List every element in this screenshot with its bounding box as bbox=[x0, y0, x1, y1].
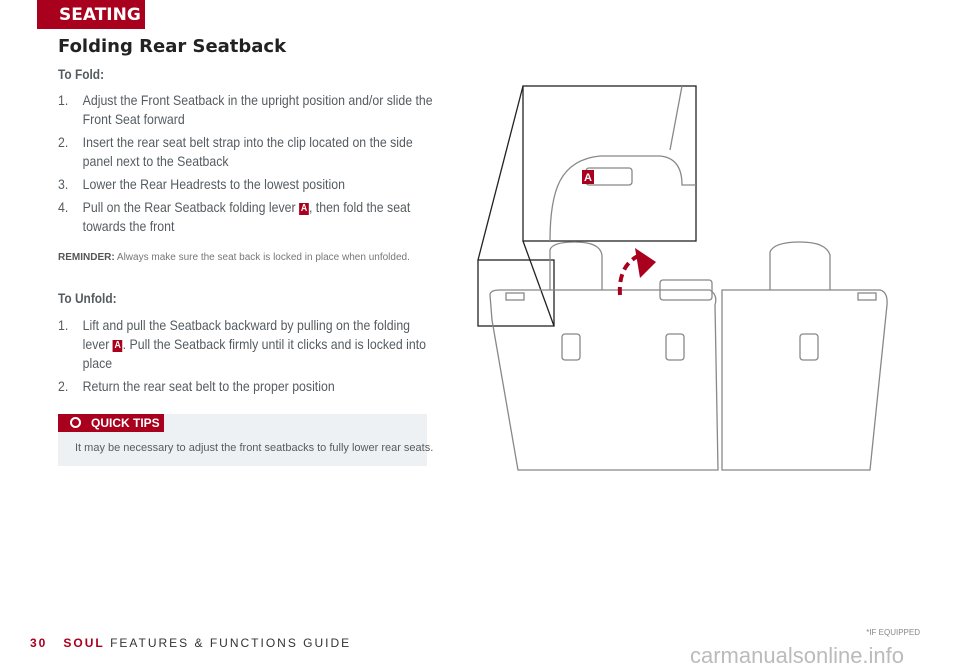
lever-a-marker bbox=[582, 170, 594, 184]
footer-guide: FEATURES & FUNCTIONS GUIDE bbox=[110, 636, 352, 650]
footer-model: SOUL bbox=[63, 636, 105, 650]
step-number: 4. bbox=[58, 199, 69, 215]
footer: 30 SOUL FEATURES & FUNCTIONS GUIDE bbox=[30, 636, 351, 650]
list-item: 2. Insert the rear seat belt strap into t… bbox=[58, 133, 435, 171]
right-seatback bbox=[721, 289, 888, 471]
fold-heading: To Fold: bbox=[58, 66, 105, 82]
inset-guide-line bbox=[522, 240, 555, 327]
step-number: 1. bbox=[58, 92, 69, 108]
fold-steps: 1. Adjust the Front Seatback in the uprig… bbox=[58, 91, 433, 240]
folding-lever bbox=[505, 292, 525, 301]
step-number: 3. bbox=[58, 176, 69, 192]
anchor-cover bbox=[799, 333, 819, 361]
step-number: 2. bbox=[58, 378, 69, 394]
quick-tips-header: QUICK TIPS bbox=[58, 414, 164, 432]
section-tab: SEATING bbox=[37, 0, 145, 29]
reminder: REMINDER: Always make sure the seat back… bbox=[58, 252, 410, 263]
unfold-steps: 1. Lift and pull the Seatback backward by… bbox=[58, 316, 426, 400]
step-text: Lift and pull the Seatback backward by p… bbox=[82, 317, 411, 352]
clock-icon bbox=[70, 417, 81, 428]
fold-arrowhead-icon bbox=[635, 248, 656, 278]
step-text: Adjust the Front Seatback in the upright… bbox=[82, 92, 433, 127]
step-text: , then fold the seat towards the front bbox=[82, 199, 411, 234]
unfold-heading: To Unfold: bbox=[58, 290, 117, 306]
step-text: Pull on the Rear Seatback folding lever bbox=[82, 199, 296, 215]
badge-a: A bbox=[299, 203, 309, 215]
zoom-inset-frame bbox=[522, 85, 697, 242]
rear-seat-illustration: A bbox=[477, 85, 888, 471]
quick-tips-text: It may be necessary to adjust the front … bbox=[75, 442, 434, 454]
page-number: 30 bbox=[30, 636, 48, 650]
list-item: 1. Adjust the Front Seatback in the uprig… bbox=[58, 91, 435, 129]
badge-a: A bbox=[112, 340, 123, 352]
step-text: . Pull the Seatback firmly until it clic… bbox=[82, 336, 427, 371]
step-number: 2. bbox=[58, 134, 69, 150]
list-item: 1. Lift and pull the Seatback backward by… bbox=[58, 316, 435, 373]
step-text: Insert the rear seat belt strap into the… bbox=[82, 134, 413, 169]
left-headrest bbox=[549, 241, 603, 290]
reminder-text: Always make sure the seat back is locked… bbox=[116, 252, 410, 263]
step-text: Return the rear seat belt to the proper … bbox=[82, 378, 335, 394]
quick-tips-label: QUICK TIPS bbox=[91, 416, 160, 430]
inset-seat-outline bbox=[549, 85, 696, 242]
step-number: 1. bbox=[58, 317, 69, 333]
quick-tips-box: QUICK TIPS It may be necessary to adjust… bbox=[58, 414, 433, 466]
if-equipped-note: *IF EQUIPPED bbox=[866, 628, 920, 637]
right-headrest bbox=[769, 241, 831, 290]
list-item: 3. Lower the Rear Headrests to the lowest… bbox=[58, 175, 435, 194]
folding-lever bbox=[857, 292, 877, 301]
left-seatback bbox=[489, 289, 719, 471]
fold-arrow-icon bbox=[617, 253, 641, 296]
step-text: Lower the Rear Headrests to the lowest p… bbox=[82, 176, 345, 192]
center-armrest-cover bbox=[659, 279, 713, 301]
lever-a-label: A bbox=[584, 172, 592, 184]
inset-guide-line bbox=[477, 85, 524, 261]
anchor-cover bbox=[561, 333, 581, 361]
reminder-label: REMINDER: bbox=[58, 252, 115, 263]
page-title: Folding Rear Seatback bbox=[58, 36, 287, 57]
zoom-source-frame bbox=[477, 259, 555, 327]
list-item: 4. Pull on the Rear Seatback folding leve… bbox=[58, 198, 435, 236]
watermark: carmanualsonline.info bbox=[690, 643, 905, 668]
anchor-cover bbox=[665, 333, 685, 361]
list-item: 2. Return the rear seat belt to the prope… bbox=[58, 377, 435, 396]
